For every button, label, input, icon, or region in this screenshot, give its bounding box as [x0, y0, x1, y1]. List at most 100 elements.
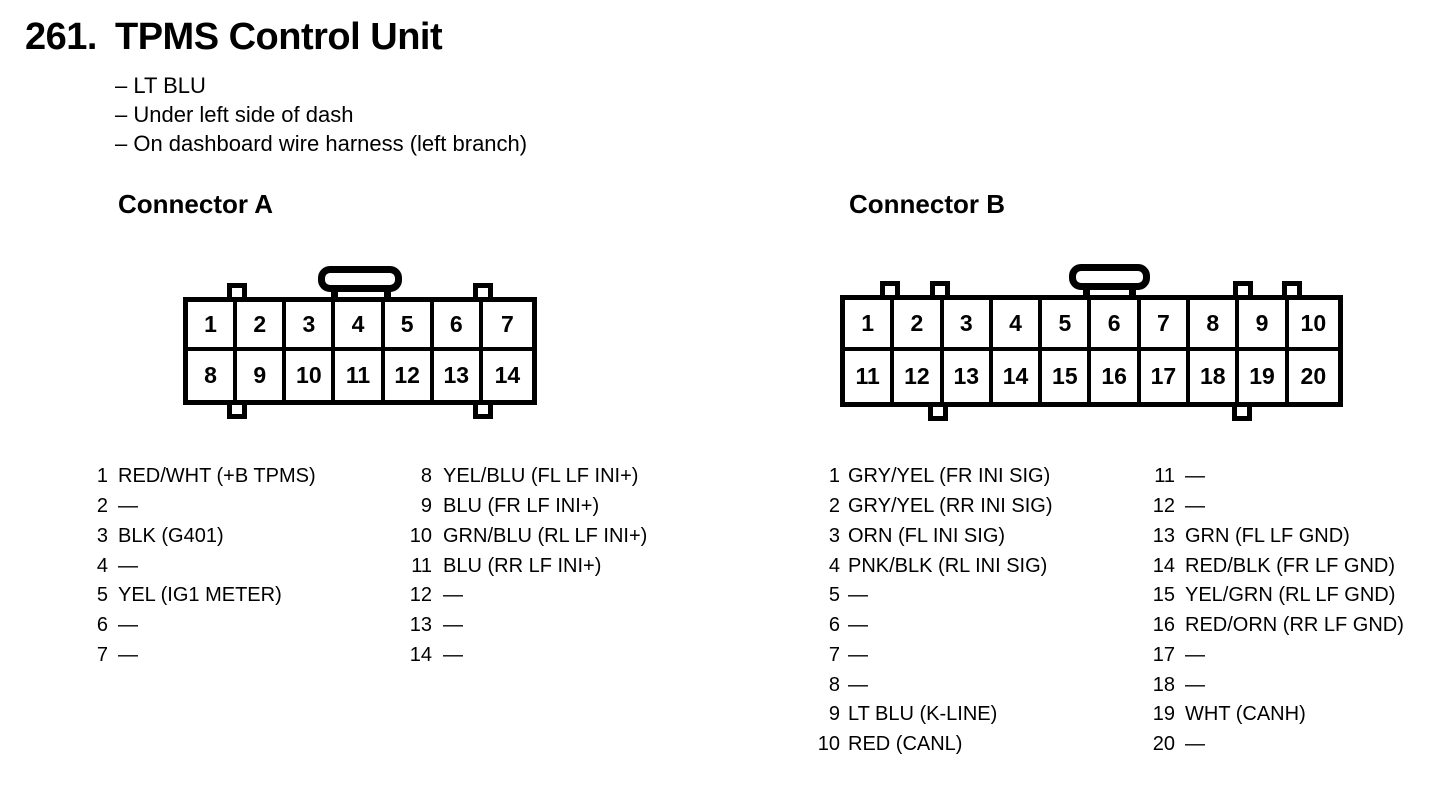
pin-list-row: 7—	[802, 641, 1052, 671]
pin-wire-label: WHT (CANH)	[1185, 703, 1306, 726]
pin-number: 4	[828, 554, 840, 577]
pin-wire-label: —	[443, 584, 463, 607]
pin-number: 1	[828, 465, 840, 488]
pin-wire-label: —	[443, 614, 463, 637]
pin-cell: 20	[1288, 351, 1338, 402]
pin-cell: 14	[482, 351, 532, 400]
pin-wire-label: GRN/BLU (RL LF INI+)	[443, 524, 648, 547]
pin-cell: 6	[1091, 300, 1141, 351]
pin-list-row: 2—	[70, 492, 316, 522]
pin-number: 5	[828, 584, 840, 607]
pin-wire-label: BLU (FR LF INI+)	[443, 495, 600, 518]
pin-number: 12	[1152, 495, 1175, 518]
pin-list-row: 11 BLU (RR LF INI+)	[394, 551, 647, 581]
pin-number: 9	[828, 703, 840, 726]
pin-cell: 10	[286, 351, 336, 400]
pin-number: 2	[828, 495, 840, 518]
pin-wire-label: RED/WHT (+B TPMS)	[118, 465, 316, 488]
pin-cell: 19	[1239, 351, 1289, 402]
pin-wire-label: —	[1185, 733, 1205, 756]
pin-number: 13	[409, 614, 432, 637]
connector-a-heading: Connector A	[118, 189, 274, 219]
note-item: – On dashboard wire harness (left branch…	[115, 131, 528, 156]
pin-wire-label: —	[1185, 465, 1205, 488]
pin-wire-label: YEL (IG1 METER)	[118, 584, 282, 607]
pin-cell: 13	[943, 351, 993, 402]
pin-wire-label: —	[848, 643, 868, 666]
pin-cell: 7	[1140, 300, 1191, 351]
connector-b-latch	[1069, 264, 1150, 290]
pin-number: 13	[1152, 524, 1175, 547]
pin-cell: 5	[1042, 300, 1092, 351]
pin-number: 11	[411, 554, 432, 577]
pin-number: 14	[409, 643, 432, 666]
pin-wire-label: —	[1185, 495, 1205, 518]
note-item: – Under left side of dash	[115, 102, 354, 127]
pin-number: 17	[1152, 643, 1175, 666]
pin-list-row: 18—	[1137, 670, 1404, 700]
note-item: – LT BLU	[115, 73, 206, 98]
pin-wire-label: —	[443, 643, 463, 666]
pin-list-row: 14 —	[394, 641, 647, 671]
connector-b-latch-leg	[1129, 285, 1136, 300]
pin-cell: 4	[335, 302, 385, 351]
pin-number: 1	[96, 465, 108, 488]
pin-list-row: 3 ORN (FL INI SIG)	[802, 522, 1052, 552]
pin-wire-label: LT BLU (K-LINE)	[848, 703, 998, 726]
pin-cell: 5	[384, 302, 434, 351]
connector-a-latch-leg	[331, 287, 338, 302]
pin-wire-label: RED (CANL)	[848, 733, 963, 756]
pin-number: 3	[828, 524, 840, 547]
pin-list-row: 12—	[394, 581, 647, 611]
pin-cell: 9	[237, 351, 287, 400]
pin-cell: 11	[335, 351, 385, 400]
pin-cell: 15	[1042, 351, 1092, 402]
pin-cell: 1	[188, 302, 238, 351]
pin-list-row: 5—	[802, 581, 1052, 611]
pin-list-row: 17—	[1137, 641, 1404, 671]
pin-number: 7	[828, 643, 840, 666]
pin-cell: 8	[188, 351, 238, 400]
pin-list-row: 7—	[70, 641, 316, 671]
pin-number: 8	[828, 673, 840, 696]
pin-number: 10	[817, 733, 840, 756]
pin-cell: 14	[992, 351, 1043, 402]
pin-list-row: 6—	[70, 611, 316, 641]
pin-number: 10	[409, 524, 432, 547]
pin-list-row: 12 —	[1137, 492, 1404, 522]
pin-list-row: 4—	[70, 551, 316, 581]
location-notes: – LT BLU – Under left side of dash – On da…	[115, 71, 527, 158]
pin-wire-label: GRY/YEL (FR INI SIG)	[848, 465, 1051, 488]
pin-cell: 2	[237, 302, 287, 351]
pin-cell: 12	[384, 351, 434, 400]
pin-wire-label: BLK (G401)	[118, 524, 224, 547]
pin-wire-label: —	[118, 643, 138, 666]
pin-wire-label: ORN (FL INI SIG)	[848, 524, 1006, 547]
pin-wire-label: YEL/BLU (FL LF INI+)	[443, 465, 639, 488]
pin-cell: 6	[433, 302, 483, 351]
pin-cell: 11	[845, 351, 895, 402]
pin-number: 11	[1154, 465, 1175, 488]
pin-wire-label: —	[118, 554, 138, 577]
pin-number: 7	[96, 643, 108, 666]
connector-a-latch-leg	[384, 287, 391, 302]
page-title: 261. TPMS Control Unit	[25, 16, 443, 59]
connector-b-heading: Connector B	[849, 189, 1005, 219]
pin-wire-label: BLU (RR LF INI+)	[443, 554, 602, 577]
page-title-text: TPMS Control Unit	[115, 16, 443, 58]
pin-cell: 7	[482, 302, 532, 351]
pin-number: 6	[96, 614, 108, 637]
pin-wire-label: GRN (FL LF GND)	[1185, 524, 1350, 547]
pin-list-row: 11 —	[1137, 462, 1404, 492]
pin-list-row: 20—	[1137, 730, 1404, 760]
pin-number: 18	[1152, 673, 1175, 696]
